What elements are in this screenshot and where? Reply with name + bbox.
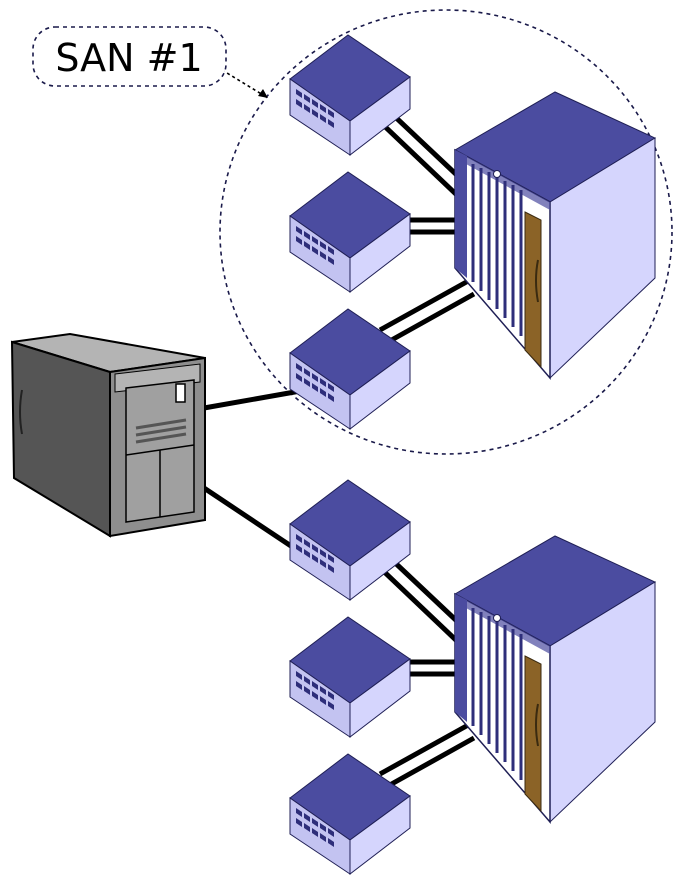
- san-1-cables: [376, 110, 476, 345]
- san-1-switch-2: [289, 171, 411, 293]
- san-1-switch-3: [289, 308, 411, 430]
- san-1-storage-cabinet: [453, 90, 657, 380]
- san-1-callout-box: [32, 26, 227, 87]
- san-1-callout-label: SAN #1: [55, 36, 202, 80]
- san-2-storage-cabinet: [453, 534, 657, 824]
- san-1-boundary: [219, 9, 673, 455]
- san-1-switch-1: [289, 34, 411, 156]
- server-tower: [10, 332, 206, 538]
- san-1-callout-arrowhead: [258, 89, 268, 98]
- san-2-switch-3: [289, 753, 411, 875]
- san-2-cables: [376, 556, 476, 789]
- server-cables: [202, 387, 308, 559]
- san-2-switch-2: [289, 616, 411, 738]
